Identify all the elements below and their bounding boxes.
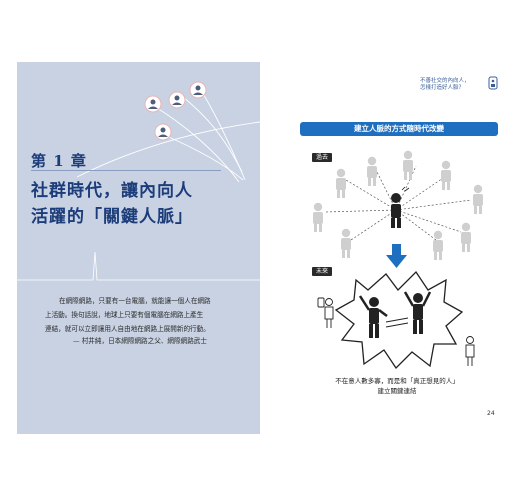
connection-lines — [385, 317, 409, 328]
epigraph-quote: 在網際網路，只要有一台電腦，就能讓一個人在網路 上活動。換句話說，地球上只要有個… — [45, 294, 245, 336]
running-header-line: 怎樣打造好人脈？ — [420, 85, 465, 91]
decor-curve — [161, 133, 244, 181]
avatar-icon — [168, 91, 186, 109]
section-banner: 建立人脈的方式隨時代改變 — [300, 122, 498, 136]
running-header-line: 不善社交的內向人， — [420, 78, 470, 84]
caption-line: 不在意人數多寡，而是和「真正想見的人」 — [335, 377, 459, 385]
chapter-rule — [31, 170, 221, 171]
quote-line: 連結，就可以立即讓用人自由地在網路上展開新的行動。 — [45, 325, 210, 333]
running-header: 不善社交的內向人， 怎樣打造好人脈？ — [420, 78, 500, 92]
page-number: 24 — [487, 410, 495, 417]
avatar-icon — [144, 95, 162, 113]
chapter-title-line: 活躍的「關鍵人脈」 — [31, 207, 193, 227]
decor-curve — [76, 121, 260, 178]
network-decoration — [17, 81, 260, 281]
networking-illustration — [313, 150, 483, 370]
down-arrow-icon — [386, 244, 407, 268]
past-tag: 過去 — [312, 153, 333, 162]
chapter-opener-page: 第 1 章 社群時代，讓內向人 活躍的「關鍵人脈」 在網際網路，只要有一台電腦，… — [17, 62, 260, 434]
person-icon — [341, 228, 351, 258]
quote-line: 在網際網路，只要有一台電腦，就能讓一個人在網路 — [59, 297, 211, 305]
quote-author: — 村井純，日本網際網路之父、網際網路武士 — [73, 337, 207, 345]
chapter-title: 社群時代，讓內向人 活躍的「關鍵人脈」 — [31, 178, 251, 230]
future-tag: 未來 — [312, 267, 333, 276]
happy-person-icon — [358, 295, 388, 338]
person-icon — [313, 202, 323, 232]
decor-line — [17, 251, 260, 281]
phone-person-icon — [317, 297, 334, 328]
caption-line: 建立關鍵連結 — [377, 387, 417, 395]
avatar-icon — [154, 123, 172, 141]
person-icon — [461, 222, 471, 252]
person-icon — [433, 230, 443, 260]
person-icon — [336, 168, 346, 198]
tab-marker-icon — [488, 76, 498, 90]
chapter-label: 第 1 章 — [31, 152, 87, 170]
chapter-title-line: 社群時代，讓內向人 — [31, 181, 193, 201]
center-person-icon — [391, 186, 410, 228]
past-scene — [325, 165, 472, 241]
avatar-icon — [189, 81, 207, 99]
person-icon — [473, 184, 483, 214]
person-icon — [367, 156, 377, 186]
quote-line: 上活動。換句話說，地球上只要有個電腦在網路上產生 — [45, 311, 204, 319]
person-icon — [403, 150, 413, 180]
bystander-person-icon — [465, 336, 475, 366]
person-icon — [441, 160, 451, 190]
illustration-caption: 不在意人數多寡，而是和「真正想見的人」 建立關鍵連結 — [312, 376, 482, 396]
happy-person-icon — [403, 291, 432, 334]
